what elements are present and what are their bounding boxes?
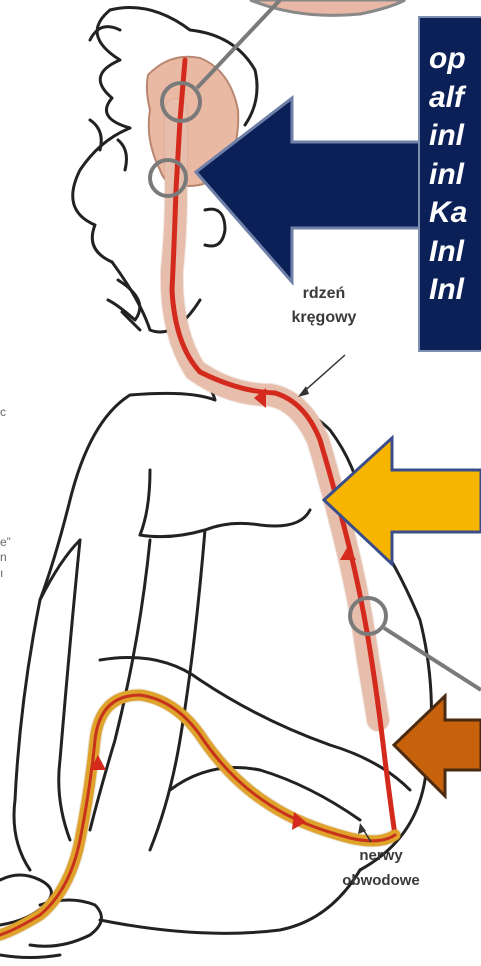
pointer-line xyxy=(384,628,481,690)
spinal-cord-label: rdzeń kręgowy xyxy=(268,282,380,330)
info-text-box: op alf inl inl Ka Inl Inl xyxy=(418,16,481,352)
info-line: inl xyxy=(420,156,481,195)
edge-text-fragment: n xyxy=(0,550,7,564)
spinal-cord-label-line: rdzeń xyxy=(268,282,380,306)
peripheral-nerves-label: nerwy obwodowe xyxy=(318,843,444,893)
edge-text-fragment: e” xyxy=(0,535,11,549)
info-line: Ka xyxy=(420,194,481,233)
edge-text-fragment: ı xyxy=(0,566,3,580)
pointer-line xyxy=(197,0,280,88)
info-line: Inl xyxy=(420,271,481,310)
orange-arrow xyxy=(394,696,481,796)
peripheral-nerves-label-line: nerwy xyxy=(318,843,444,868)
info-line: Inl xyxy=(420,233,481,272)
spinal-cord-label-line: kręgowy xyxy=(268,306,380,330)
info-line: op xyxy=(420,40,481,79)
info-line: inl xyxy=(420,117,481,156)
info-line: alf xyxy=(420,79,481,118)
edge-text-fragment: c xyxy=(0,405,6,419)
peripheral-nerves-label-line: obwodowe xyxy=(318,868,444,893)
